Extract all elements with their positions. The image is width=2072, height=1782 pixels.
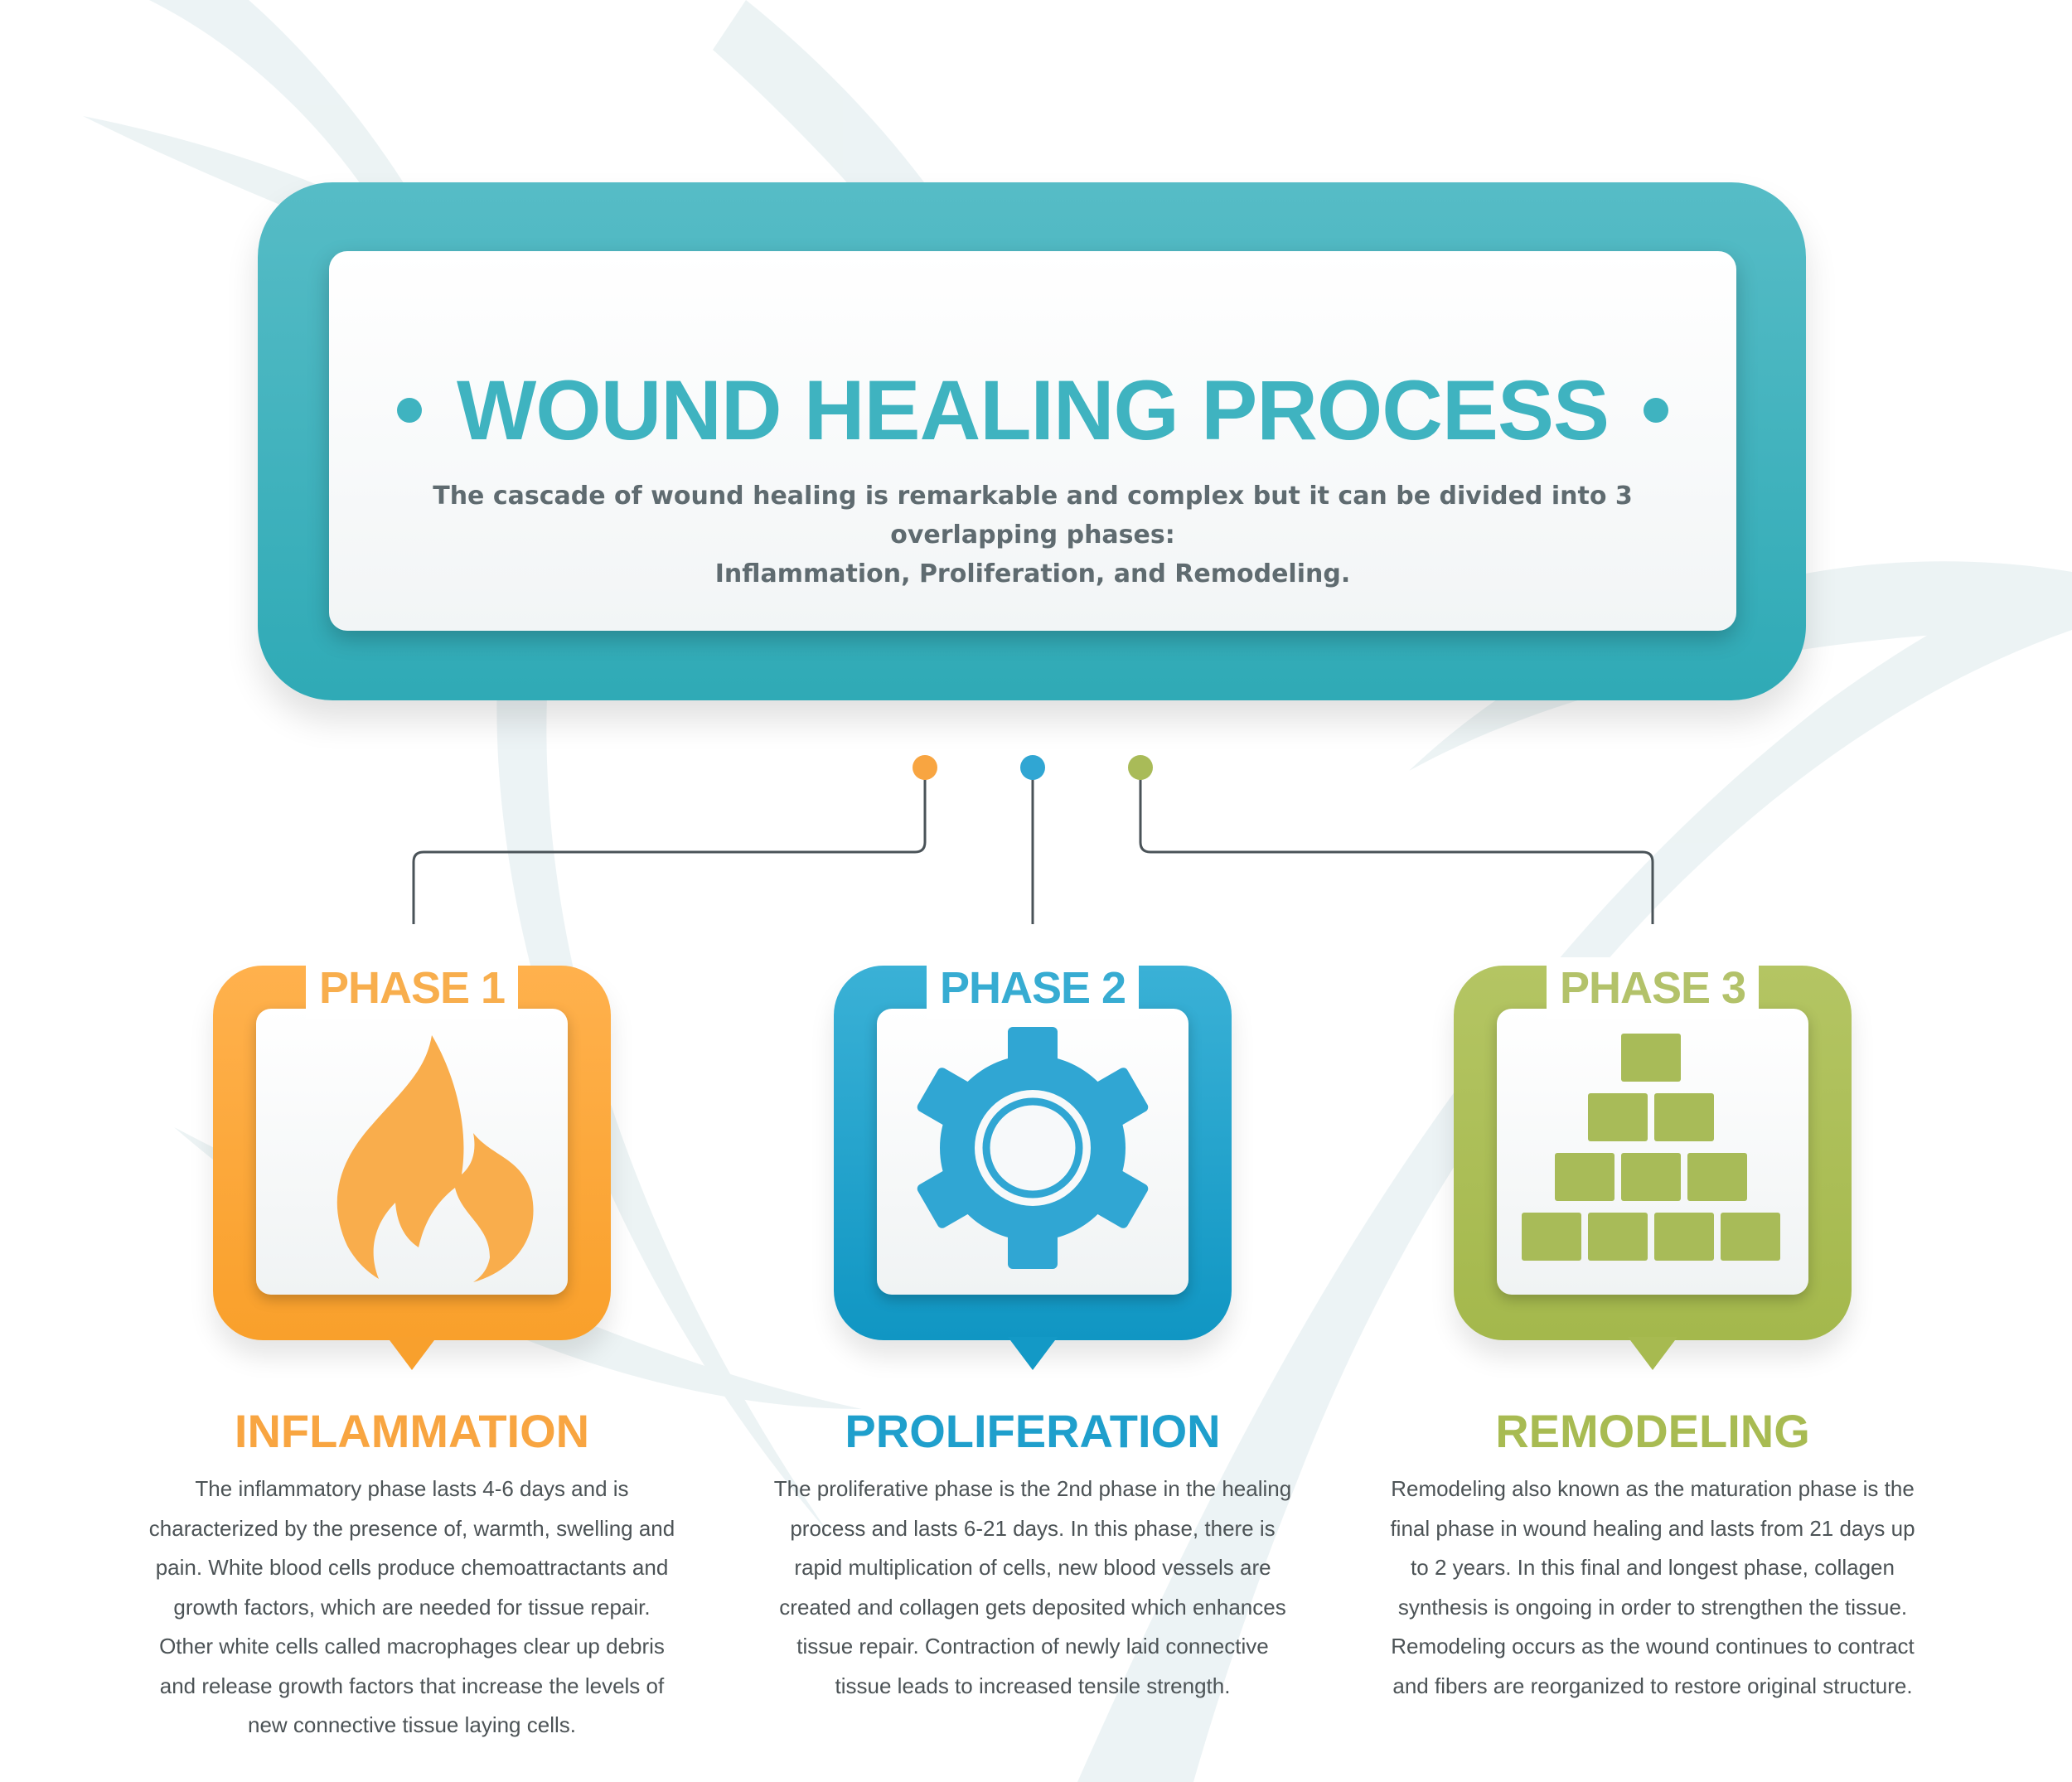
phase-2-heading: PROLIFERATION (845, 1405, 1221, 1457)
gear-icon (917, 1027, 1149, 1269)
page-subtitle: The cascade of wound healing is remarkab… (356, 477, 1709, 593)
phase-1-label-tab (306, 957, 518, 1019)
connector-dot-orange (913, 755, 937, 780)
phase-3-heading: REMODELING (1495, 1405, 1810, 1457)
title-row: WOUND HEALING PROCESS (329, 356, 1736, 464)
phase-3-pointer (1628, 1337, 1677, 1370)
phase-3-description: Remodeling also known as the maturation … (1390, 1476, 1915, 1698)
header-card (329, 251, 1736, 631)
phase-1-label: PHASE 1 (318, 963, 506, 1013)
phase-2-pointer (1008, 1337, 1058, 1370)
phase-1-description: The inflammatory phase lasts 4-6 days an… (148, 1476, 675, 1737)
phase-3-label-tab (1547, 957, 1759, 1019)
phase-2-label-tab (927, 957, 1139, 1019)
subtitle-line-2: Inflammation, Proliferation, and Remodel… (714, 559, 1351, 588)
title-bullet-right (1644, 398, 1669, 423)
brick-pyramid-icon (1522, 1034, 1780, 1261)
phase-2-label: PHASE 2 (939, 963, 1126, 1013)
connector-phase-1 (412, 768, 927, 924)
connector-phase-3 (1139, 768, 1654, 924)
phase-2-description: The proliferative phase is the 2nd phase… (773, 1476, 1292, 1698)
connector-dot-green (1128, 755, 1153, 780)
page-title: WOUND HEALING PROCESS (456, 363, 1610, 458)
phase-1-pointer (387, 1337, 437, 1370)
phase-1-heading: INFLAMMATION (234, 1405, 590, 1457)
title-bullet-left (396, 398, 422, 423)
phase-3-label: PHASE 3 (1559, 963, 1746, 1013)
flame-icon (336, 1035, 534, 1282)
subtitle-line-1: The cascade of wound healing is remarkab… (433, 482, 1633, 550)
connector-dot-blue (1020, 755, 1045, 780)
